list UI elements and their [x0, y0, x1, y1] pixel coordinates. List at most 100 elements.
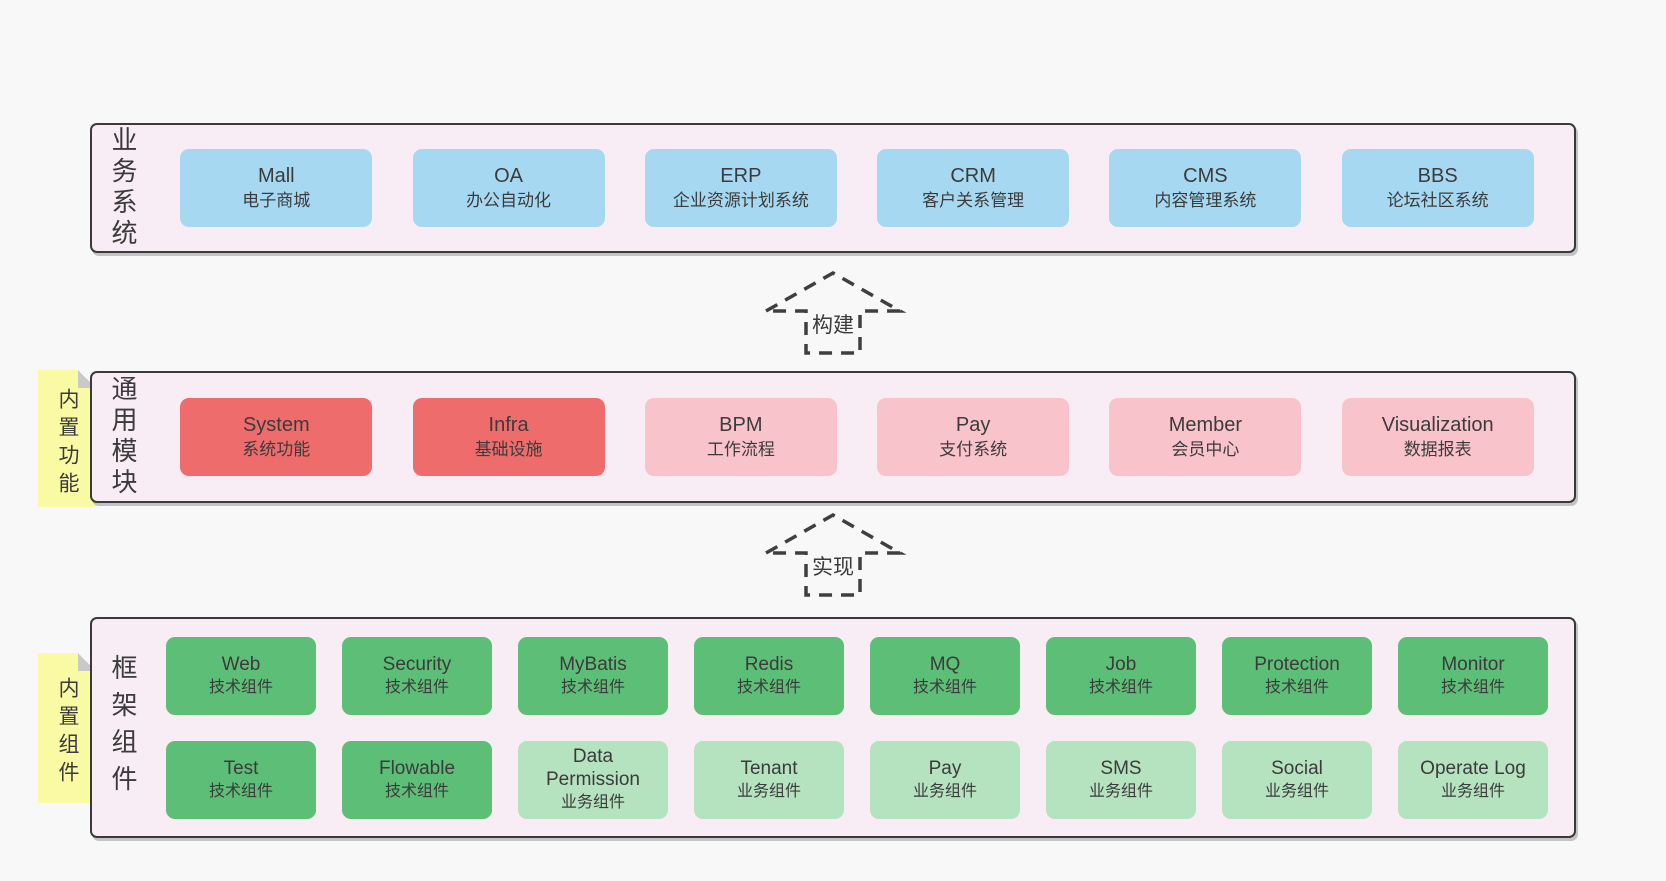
box-desc: 数据报表 — [1403, 439, 1472, 459]
box-name: CMS — [1183, 164, 1228, 187]
box-infra: Infra 基础设施 — [412, 398, 605, 476]
sticky-built-in-features: 内置功能 — [38, 370, 96, 507]
box-name: CRM — [950, 164, 996, 187]
box-desc: 技术组件 — [1440, 678, 1505, 696]
box-desc: 技术组件 — [912, 678, 977, 696]
box-tenant: Tenant 业务组件 — [694, 740, 844, 819]
box-social: Social 业务组件 — [1222, 740, 1372, 819]
box-name: SMS — [1100, 757, 1142, 779]
box-pay-component: Pay 业务组件 — [870, 740, 1020, 819]
build-arrow-text: 构建 — [811, 314, 855, 337]
box-desc: 系统功能 — [242, 439, 311, 459]
box-name: OA — [494, 164, 524, 187]
box-desc: 业务组件 — [1440, 782, 1505, 800]
box-name: Monitor — [1441, 653, 1505, 675]
box-desc: 业务组件 — [1264, 782, 1329, 800]
box-desc: 办公自动化 — [466, 190, 552, 210]
box-operate-log: Operate Log 业务组件 — [1398, 740, 1548, 819]
box-name: Test — [223, 757, 259, 779]
box-cms: CMS 内容管理系统 — [1109, 149, 1302, 227]
implement-arrow: 实现 — [758, 512, 908, 598]
box-name: Flowable — [378, 757, 456, 779]
box-system: System 系统功能 — [180, 398, 373, 476]
business-box-row: Mall 电子商城 OA 办公自动化 ERP 企业资源计划系统 CRM 客户关系… — [140, 149, 1574, 227]
box-visualization: Visualization 数据报表 — [1341, 398, 1534, 476]
box-flowable: Flowable 技术组件 — [342, 740, 492, 819]
box-desc: 基础设施 — [474, 439, 543, 459]
box-mybatis: MyBatis 技术组件 — [518, 636, 668, 715]
box-desc: 工作流程 — [706, 439, 775, 459]
box-name: Social — [1271, 757, 1323, 779]
build-arrow: 构建 — [758, 270, 908, 356]
box-desc: 业务组件 — [1088, 782, 1153, 800]
box-name: BBS — [1417, 164, 1458, 187]
box-mall: Mall 电子商城 — [180, 149, 373, 227]
box-desc: 技术组件 — [208, 678, 273, 696]
box-protection: Protection 技术组件 — [1222, 636, 1372, 715]
box-desc: 技术组件 — [208, 782, 273, 800]
box-sms: SMS 业务组件 — [1046, 740, 1196, 819]
box-name: ERP — [720, 164, 762, 187]
box-security: Security 技术组件 — [342, 636, 492, 715]
box-name: Member — [1168, 413, 1243, 436]
box-desc: 技术组件 — [384, 678, 449, 696]
box-web: Web 技术组件 — [166, 636, 316, 715]
box-oa: OA 办公自动化 — [412, 149, 605, 227]
box-member: Member 会员中心 — [1109, 398, 1302, 476]
box-name: Operate Log — [1420, 757, 1526, 779]
panel-business-systems-label: 业务系统 — [108, 126, 138, 250]
box-desc: 支付系统 — [939, 439, 1008, 459]
box-test: Test 技术组件 — [166, 740, 316, 819]
box-bpm: BPM 工作流程 — [644, 398, 837, 476]
box-desc: 技术组件 — [1088, 678, 1153, 696]
box-name: Tenant — [740, 757, 798, 779]
build-arrow-label: 构建 — [758, 315, 908, 337]
box-desc: 内容管理系统 — [1154, 190, 1257, 210]
box-desc: 技术组件 — [736, 678, 801, 696]
component-row-2: Test 技术组件 Flowable 技术组件 Data Permission … — [140, 740, 1574, 819]
box-name: Pay — [955, 413, 991, 436]
box-name: Visualization — [1381, 413, 1494, 436]
box-name: System — [242, 413, 310, 436]
box-name: Job — [1105, 653, 1137, 675]
box-desc: 企业资源计划系统 — [672, 190, 809, 210]
box-name: Protection — [1254, 653, 1340, 675]
box-desc: 电子商城 — [242, 190, 311, 210]
panel-framework-components: 框架组件 Web 技术组件 Security 技术组件 MyBatis 技术组件… — [90, 617, 1576, 838]
implement-arrow-text: 实现 — [811, 556, 855, 579]
sticky-label: 内置组件 — [56, 677, 79, 789]
box-erp: ERP 企业资源计划系统 — [644, 149, 837, 227]
box-name: Security — [382, 653, 452, 675]
box-desc: 技术组件 — [1264, 678, 1329, 696]
box-desc: 论坛社区系统 — [1386, 190, 1489, 210]
box-pay-module: Pay 支付系统 — [877, 398, 1070, 476]
box-redis: Redis 技术组件 — [694, 636, 844, 715]
module-box-row: System 系统功能 Infra 基础设施 BPM 工作流程 Pay 支付系统… — [140, 398, 1574, 476]
box-crm: CRM 客户关系管理 — [877, 149, 1070, 227]
box-bbs: BBS 论坛社区系统 — [1341, 149, 1534, 227]
box-desc: 业务组件 — [560, 794, 625, 811]
box-mq: MQ 技术组件 — [870, 636, 1020, 715]
box-desc: 技术组件 — [384, 782, 449, 800]
box-name: BPM — [719, 413, 763, 436]
panel-common-modules: 通用模块 System 系统功能 Infra 基础设施 BPM 工作流程 Pay… — [90, 371, 1576, 503]
box-data-permission: Data Permission 业务组件 — [518, 740, 668, 819]
box-name: Infra — [488, 413, 529, 436]
box-name: Redis — [744, 653, 794, 675]
box-desc: 业务组件 — [912, 782, 977, 800]
box-name: Data Permission — [546, 746, 640, 790]
box-desc: 客户关系管理 — [922, 190, 1025, 210]
component-row-1: Web 技术组件 Security 技术组件 MyBatis 技术组件 Redi… — [140, 636, 1574, 715]
box-name: MQ — [929, 653, 961, 675]
panel-common-modules-label: 通用模块 — [108, 375, 138, 499]
panel-business-systems: 业务系统 Mall 电子商城 OA 办公自动化 ERP 企业资源计划系统 CRM… — [90, 123, 1576, 253]
dashed-up-arrow-icon — [759, 512, 907, 597]
box-name: Pay — [928, 757, 962, 779]
panel-framework-components-label: 框架组件 — [108, 653, 138, 802]
component-rows: Web 技术组件 Security 技术组件 MyBatis 技术组件 Redi… — [140, 636, 1574, 819]
box-monitor: Monitor 技术组件 — [1398, 636, 1548, 715]
box-name: MyBatis — [559, 653, 627, 675]
sticky-label: 内置功能 — [56, 387, 79, 500]
box-desc: 会员中心 — [1171, 439, 1240, 459]
